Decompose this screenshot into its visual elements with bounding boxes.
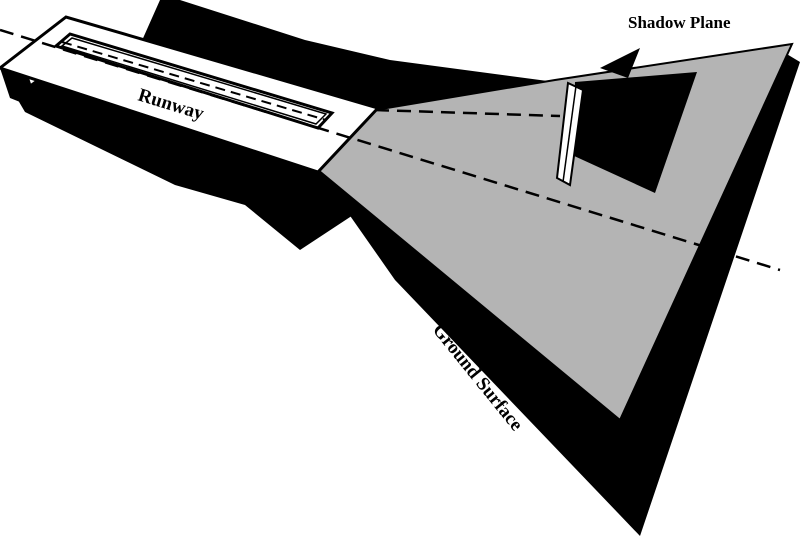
- shadow-plane: [572, 72, 697, 193]
- runway-inner-border: [52, 32, 335, 130]
- runway-centerline-dashed: [0, 28, 781, 272]
- sightline-dashed: [374, 108, 561, 118]
- shadow-plane-label: Shadow Plane: [628, 13, 731, 32]
- shadow-plane-pointer-arrow: [600, 48, 640, 78]
- runway-inner-border-2: [60, 37, 328, 125]
- runway-lower-edge: [0, 68, 40, 110]
- shadow-caster-inner-edge: [562, 85, 577, 183]
- runway-center-stripe-dashed: [61, 41, 327, 121]
